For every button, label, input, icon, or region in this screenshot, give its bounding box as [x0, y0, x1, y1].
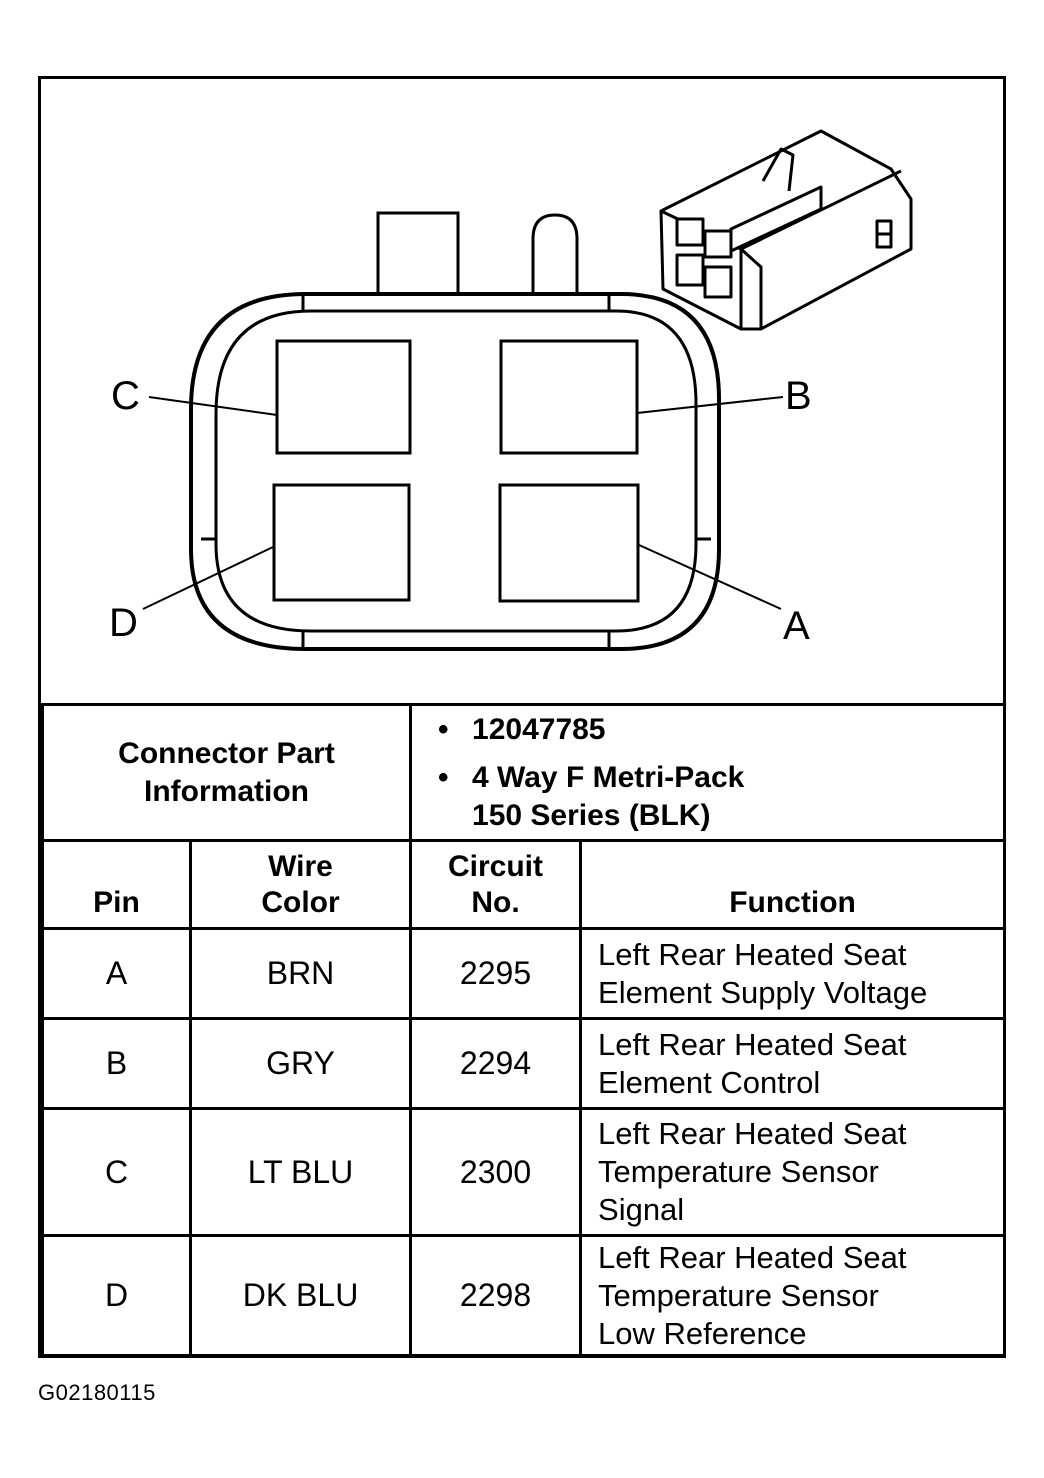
part-description-line2: 150 Series (BLK) [472, 798, 711, 832]
pin-cell: C [41, 1107, 192, 1237]
function-line: Temperature Sensor [598, 1277, 879, 1313]
bullet-icon: • [438, 712, 449, 746]
header-circuit: Circuit No. [409, 839, 583, 930]
part-description-line2-row: 150 Series (BLK) [472, 797, 1003, 835]
connector-part-label-cell: Connector Part Information [40, 703, 413, 842]
function-cell: Left Rear Heated Seat Element Supply Vol… [579, 927, 1007, 1020]
part-description-line1: 4 Way F Metri-Pack [472, 760, 745, 794]
connector-info-table: Connector Part Information • 12047785 • … [40, 703, 1007, 1357]
function-line: Left Rear Heated Seat [598, 1026, 907, 1062]
pin-cell: A [41, 927, 192, 1020]
wire-color-cell: BRN [188, 927, 413, 1020]
circuit-cell: 2295 [409, 927, 583, 1020]
pin-label-c: C [111, 374, 140, 418]
header-wire-color-line1: Wire [268, 850, 333, 883]
table-header-row: Pin Wire Color Circuit No. Function [41, 839, 1007, 930]
header-wire-color-line2: Color [261, 886, 340, 919]
cavity-d [272, 483, 411, 602]
cavity-b [499, 339, 639, 455]
part-number-item: • 12047785 [438, 711, 1003, 749]
function-line: Element Supply Voltage [598, 974, 928, 1010]
function-line: Low Reference [598, 1315, 807, 1351]
circuit-cell: 2300 [409, 1107, 583, 1237]
connector-part-row: Connector Part Information • 12047785 • … [40, 703, 1007, 842]
cavity-a [498, 483, 640, 603]
pin-cell: B [41, 1017, 192, 1110]
circuit-cell: 2298 [409, 1234, 583, 1357]
wire-color-cell: LT BLU [188, 1107, 413, 1237]
function-line: Left Rear Heated Seat [598, 1239, 907, 1275]
wire-color-cell: DK BLU [188, 1234, 413, 1357]
table-row: D DK BLU 2298 Left Rear Heated Seat Temp… [41, 1234, 1007, 1357]
connector-body-outer [189, 292, 721, 651]
function-cell: Left Rear Heated Seat Temperature Sensor… [579, 1234, 1007, 1357]
connector-figure-frame: C B D A [38, 76, 1007, 1358]
table-row: A BRN 2295 Left Rear Heated Seat Element… [41, 927, 1007, 1020]
function-line: Left Rear Heated Seat [598, 936, 907, 972]
key-post [531, 213, 579, 305]
function-line: Signal [598, 1192, 685, 1227]
header-function: Function [579, 839, 1007, 930]
function-line: Element Control [598, 1064, 821, 1100]
figure-id: G02180115 [38, 1380, 156, 1405]
function-cell: Left Rear Heated Seat Element Control [579, 1017, 1007, 1110]
table-row: B GRY 2294 Left Rear Heated Seat Element… [41, 1017, 1007, 1110]
function-line: Left Rear Heated Seat [598, 1116, 907, 1151]
bullet-icon: • [438, 760, 449, 794]
connector-face-diagram: C B D A [41, 79, 1003, 703]
function-cell: Left Rear Heated Seat Temperature Sensor… [579, 1107, 1007, 1237]
part-number: 12047785 [472, 712, 606, 746]
pin-label-b: B [785, 374, 812, 418]
function-line: Temperature Sensor [598, 1154, 879, 1189]
circuit-cell: 2294 [409, 1017, 583, 1110]
cavity-c [275, 339, 412, 455]
connector-body-inner [214, 309, 698, 633]
lock-tab [376, 211, 460, 305]
connector-part-label: Connector Part Information [118, 736, 335, 808]
table-row: C LT BLU 2300 Left Rear Heated Seat Temp… [41, 1107, 1007, 1237]
header-pin: Pin [41, 839, 192, 930]
pin-label-a: A [783, 604, 810, 648]
connector-part-values-cell: • 12047785 • 4 Way F Metri-Pack 150 Seri… [409, 703, 1007, 842]
part-description-item: • 4 Way F Metri-Pack [438, 759, 1003, 797]
wire-color-cell: GRY [188, 1017, 413, 1110]
connector-isometric-view [659, 129, 913, 331]
pin-label-d: D [109, 601, 138, 645]
pin-cell: D [41, 1234, 192, 1357]
header-circuit-line2: No. [471, 886, 520, 919]
header-wire-color: Wire Color [188, 839, 413, 930]
header-circuit-line1: Circuit [448, 850, 544, 883]
